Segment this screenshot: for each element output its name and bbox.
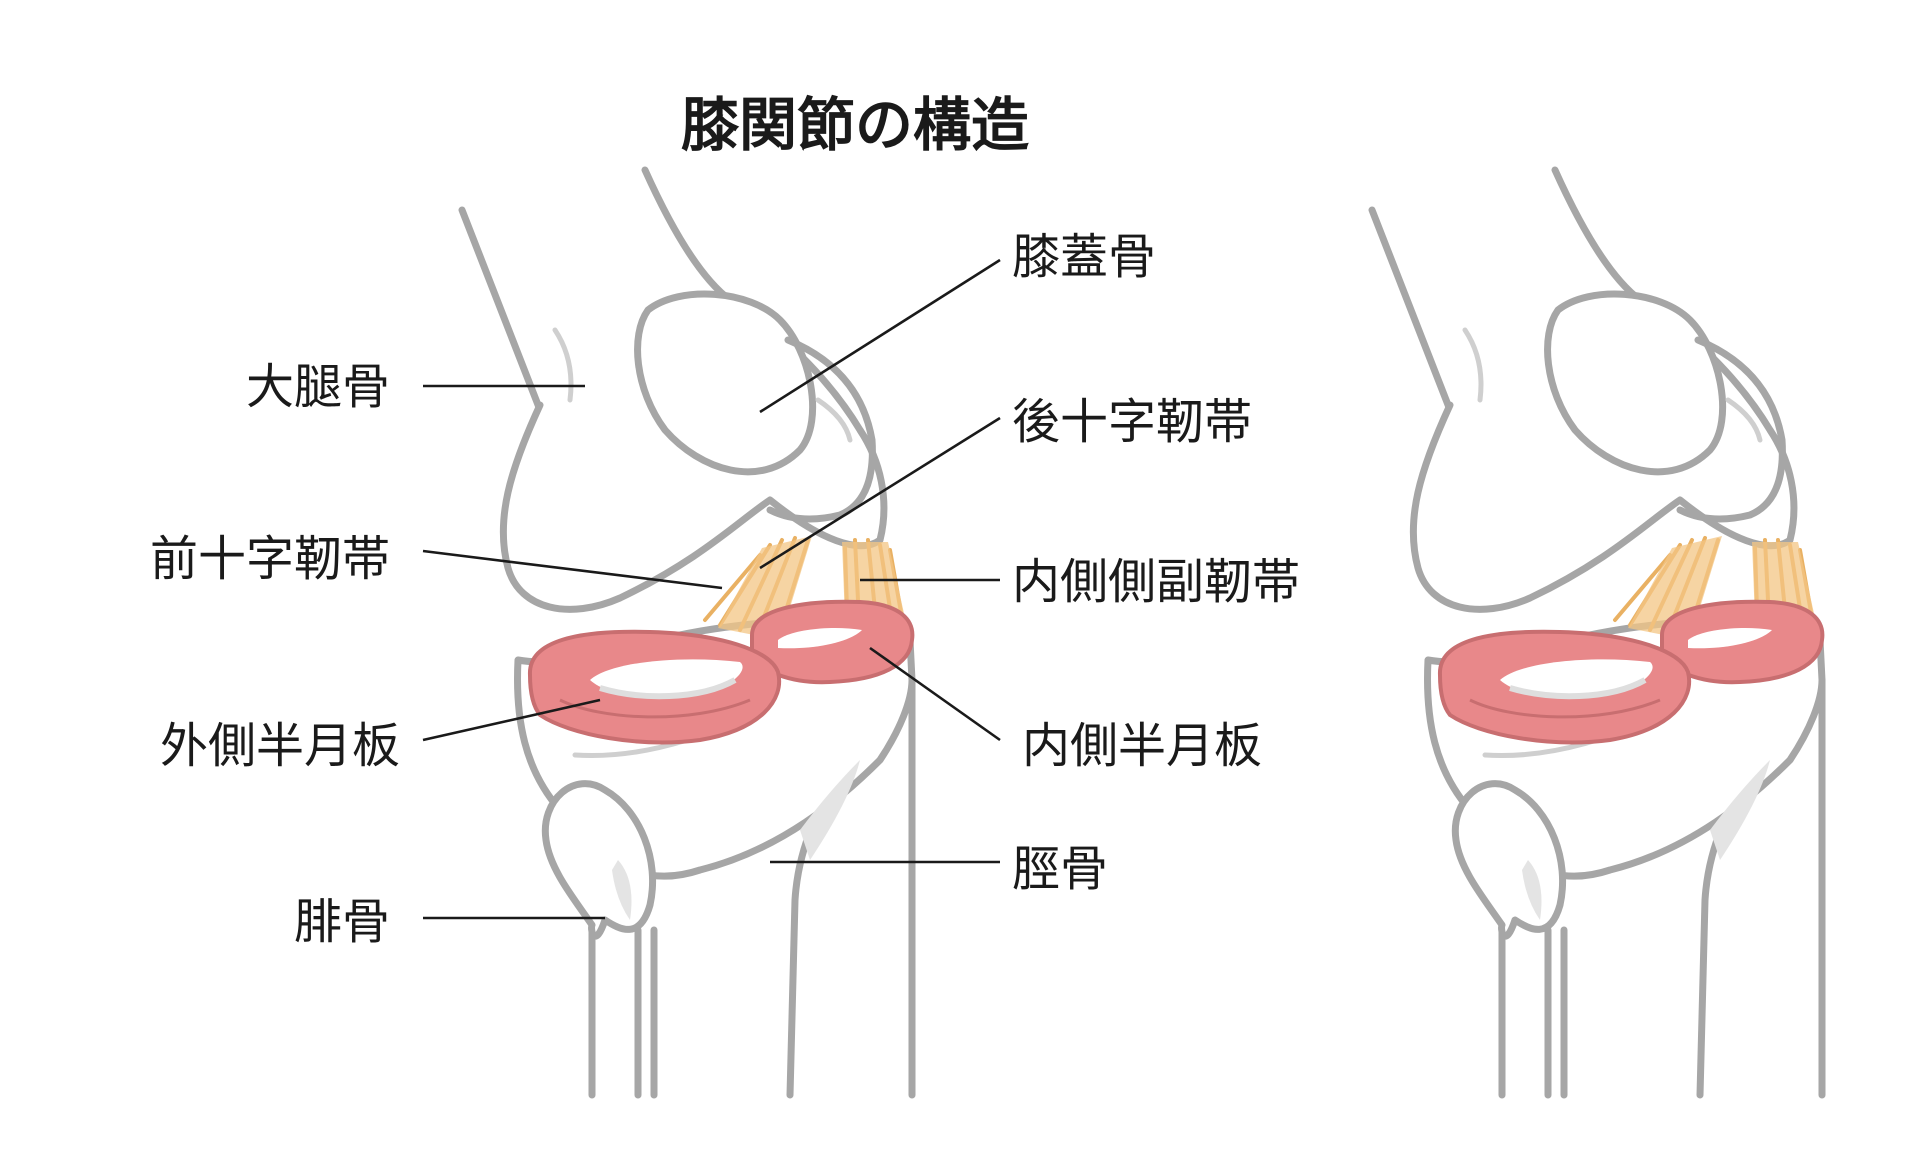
label-lateral-meniscus: 外側半月板: [160, 718, 400, 774]
leader-lines: [422, 258, 1001, 920]
leader-patella: [759, 258, 1001, 414]
knee-illustration-plain: [1372, 170, 1822, 1095]
knee-illustration-labeled: [462, 170, 912, 1095]
label-pcl: 後十字靭帯: [1012, 394, 1252, 450]
label-patella: 膝蓋骨: [1012, 229, 1156, 285]
label-tibia: 脛骨: [1012, 841, 1108, 897]
label-mcl: 内側側副靭帯: [1012, 554, 1300, 610]
label-femur: 大腿骨: [246, 359, 390, 415]
leader-lateral-meniscus: [422, 698, 601, 742]
leader-pcl: [759, 416, 1001, 570]
label-acl: 前十字靭帯: [150, 531, 390, 587]
leader-acl: [422, 549, 723, 590]
label-fibula: 腓骨: [294, 894, 390, 950]
label-medial-meniscus: 内側半月板: [1022, 718, 1262, 774]
diagram-title: 膝関節の構造: [681, 91, 1029, 159]
leader-medial-meniscus: [869, 646, 1001, 742]
